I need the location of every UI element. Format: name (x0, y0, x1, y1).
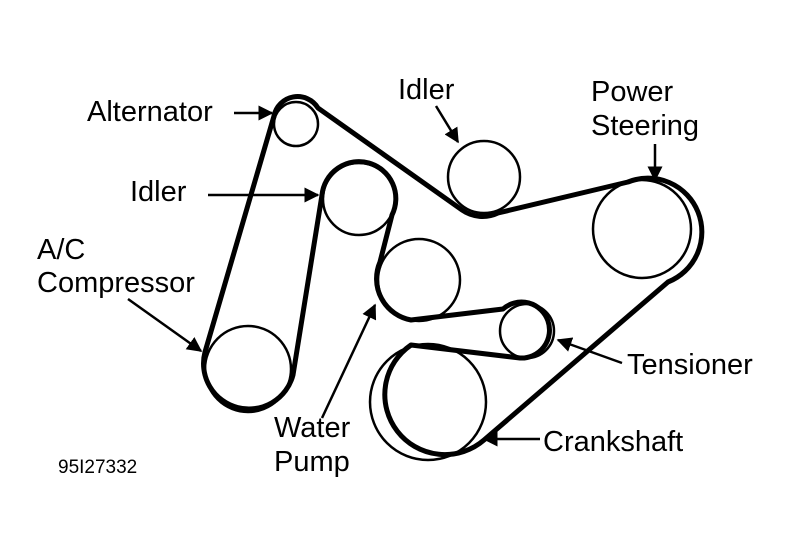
power-steering-label-line2: Steering (591, 110, 699, 142)
ac-compressor-label-line2: Compressor (37, 267, 195, 299)
tensioner-label: Tensioner (627, 349, 753, 381)
crankshaft-label: Crankshaft (543, 426, 683, 458)
water-pump-leader (320, 303, 377, 419)
idler-top-leader (434, 105, 460, 144)
ac-compressor-leader (127, 297, 203, 353)
ac-compressor-label-line1: A/C (37, 234, 85, 266)
idler-top-pulley (446, 139, 522, 215)
alternator-label: Alternator (87, 96, 213, 128)
alternator-pulley (272, 100, 320, 148)
tensioner-leader (556, 337, 623, 365)
serpentine-belt (201, 94, 705, 458)
water-pump-label-line2: Pump (274, 446, 350, 478)
idler-top-label: Idler (398, 74, 455, 106)
power-steering-pulley (591, 178, 693, 280)
idler-left-label: Idler (130, 176, 187, 208)
water-pump-label-line1: Water (274, 412, 351, 444)
power-steering-label-line1: Power (591, 76, 674, 108)
figure-code: 95I27332 (58, 457, 137, 478)
